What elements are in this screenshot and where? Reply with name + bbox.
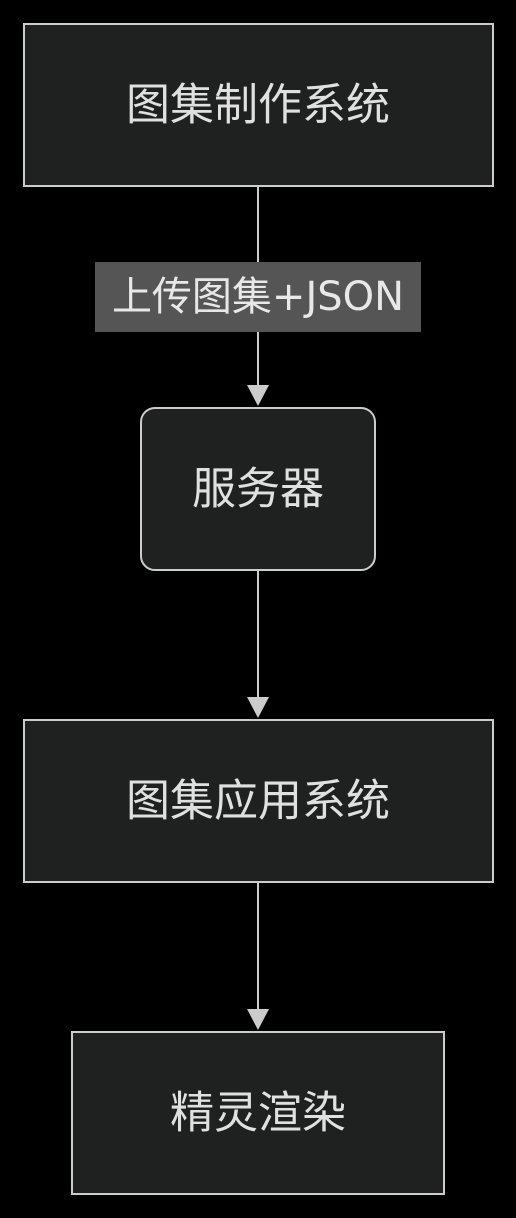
- node-box: [23, 23, 494, 187]
- edges: [247, 186, 269, 1030]
- node-sprite-render: 精灵渲染: [71, 1031, 445, 1195]
- arrowhead-server: [247, 385, 269, 406]
- node-box: [140, 407, 376, 571]
- node-label: 图集应用系统: [126, 776, 390, 827]
- node-atlas-maker: 图集制作系统: [23, 23, 494, 187]
- node-box: [71, 1031, 445, 1195]
- node-atlas-app: 图集应用系统: [23, 719, 494, 883]
- edge-label-text: 上传图集+JSON: [112, 274, 404, 320]
- arrowhead-app: [247, 697, 269, 718]
- node-label: 图集制作系统: [126, 80, 390, 131]
- node-label: 服务器: [192, 464, 324, 515]
- edge-label-background: [95, 262, 421, 332]
- node-label: 精灵渲染: [170, 1088, 346, 1139]
- arrowhead-render: [247, 1009, 269, 1030]
- edge-label-upload: 上传图集+JSON: [95, 262, 421, 332]
- node-box: [23, 719, 494, 883]
- node-server: 服务器: [140, 407, 376, 571]
